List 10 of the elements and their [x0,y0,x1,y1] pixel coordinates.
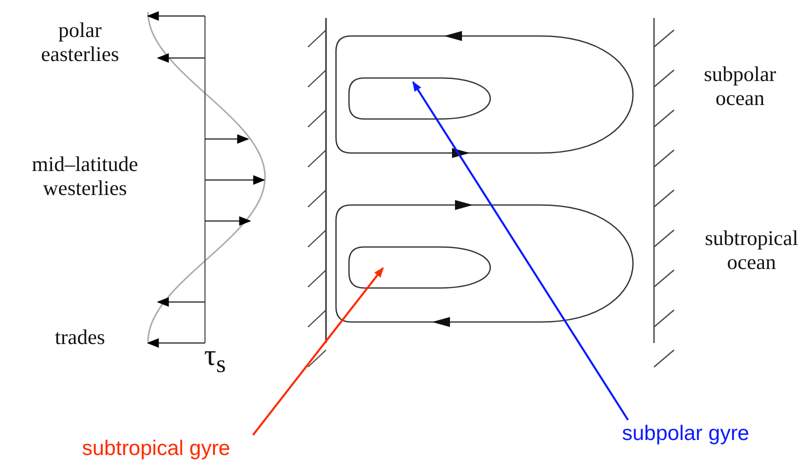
region-label: subtropical ocean [704,226,800,274]
region-label: subpolar ocean [702,62,778,110]
callout-label: subpolar gyre [622,422,750,446]
wind-label: mid–latitude westerlies [30,152,140,200]
wind-label: polar easterlies [40,18,120,66]
callout-label: subtropical gyre [82,437,230,461]
leader-line [252,267,384,436]
axis-label: τ$_{s}$ [203,340,227,380]
leader-line [412,81,629,421]
wind-label: trades [54,325,106,349]
